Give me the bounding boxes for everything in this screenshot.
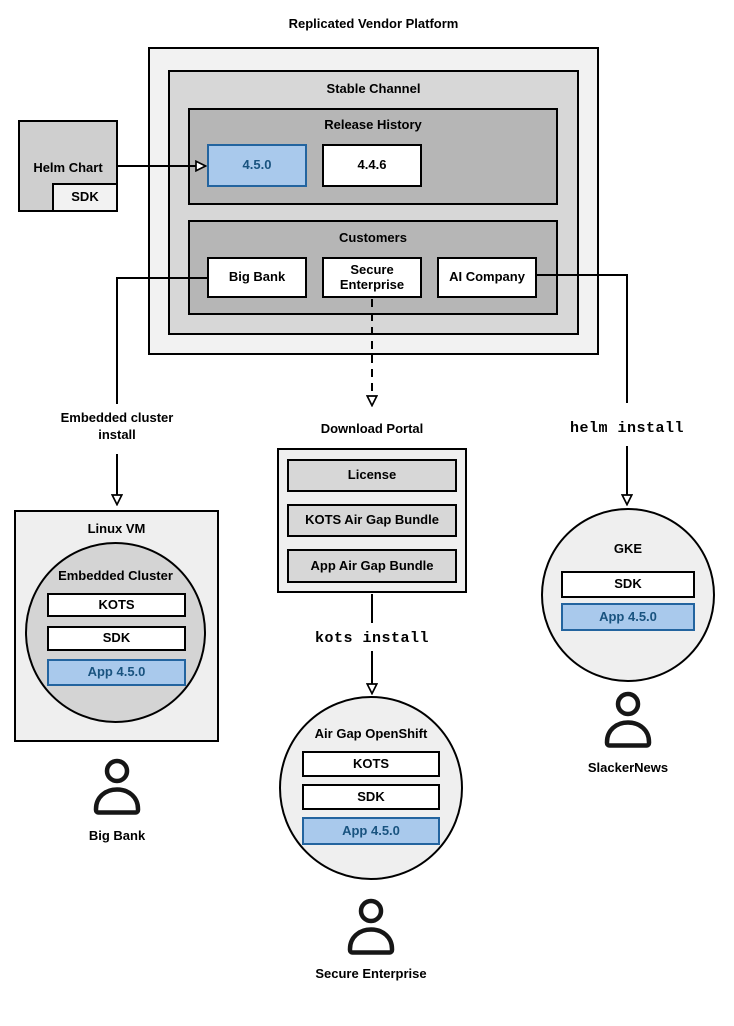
release-4-4-6: 4.4.6 — [322, 144, 422, 187]
helm-chart-box: Helm Chart SDK — [18, 120, 118, 212]
customers-label: Customers — [339, 230, 407, 245]
helm-chart-sdk: SDK — [52, 183, 118, 212]
slackernews-person-icon — [600, 690, 656, 748]
embedded-cluster-circle: Embedded Cluster KOTS SDK App 4.5.0 — [25, 542, 206, 723]
download-portal-box: License KOTS Air Gap Bundle App Air Gap … — [277, 448, 467, 593]
secure-enterprise-person-icon — [343, 897, 399, 955]
customer-ai-company: AI Company — [437, 257, 537, 298]
diagram-title: Replicated Vendor Platform — [288, 16, 459, 31]
embedded-cluster-label: Embedded Cluster — [58, 568, 173, 583]
secure-enterprise-user-label: Secure Enterprise — [315, 966, 427, 981]
big-bank-user-label: Big Bank — [88, 828, 146, 843]
linux-vm-sdk: SDK — [47, 626, 186, 651]
download-portal-label: Download Portal — [320, 421, 424, 436]
portal-item-license: License — [287, 459, 457, 492]
gke-sdk: SDK — [561, 571, 695, 598]
big-bank-person-icon — [89, 757, 145, 815]
airgap-openshift-label: Air Gap OpenShift — [314, 726, 428, 741]
slackernews-user-label: SlackerNews — [587, 760, 669, 775]
customer-big-bank: Big Bank — [207, 257, 307, 298]
release-4-5-0: 4.5.0 — [207, 144, 307, 187]
linux-vm-label: Linux VM — [87, 521, 146, 536]
kots-install-label: kots install — [314, 630, 430, 647]
gke-label: GKE — [613, 541, 643, 556]
linux-vm-kots: KOTS — [47, 593, 186, 617]
helm-chart-label: Helm Chart — [33, 160, 103, 175]
gke-app: App 4.5.0 — [561, 603, 695, 631]
portal-item-app-airgap-bundle: App Air Gap Bundle — [287, 549, 457, 583]
openshift-sdk: SDK — [302, 784, 440, 810]
gke-circle: GKE SDK App 4.5.0 — [541, 508, 715, 682]
helm-install-label: helm install — [569, 420, 685, 437]
openshift-kots: KOTS — [302, 751, 440, 777]
embedded-install-label: Embedded cluster install — [60, 410, 174, 442]
linux-vm-app: App 4.5.0 — [47, 659, 186, 686]
linux-vm-box: Linux VM Embedded Cluster KOTS SDK App 4… — [14, 510, 219, 742]
release-history-label: Release History — [324, 117, 422, 132]
airgap-openshift-circle: Air Gap OpenShift KOTS SDK App 4.5.0 — [279, 696, 463, 880]
customer-secure-enterprise: Secure Enterprise — [322, 257, 422, 298]
portal-item-kots-airgap-bundle: KOTS Air Gap Bundle — [287, 504, 457, 537]
openshift-app: App 4.5.0 — [302, 817, 440, 845]
stable-channel-label: Stable Channel — [326, 81, 421, 96]
